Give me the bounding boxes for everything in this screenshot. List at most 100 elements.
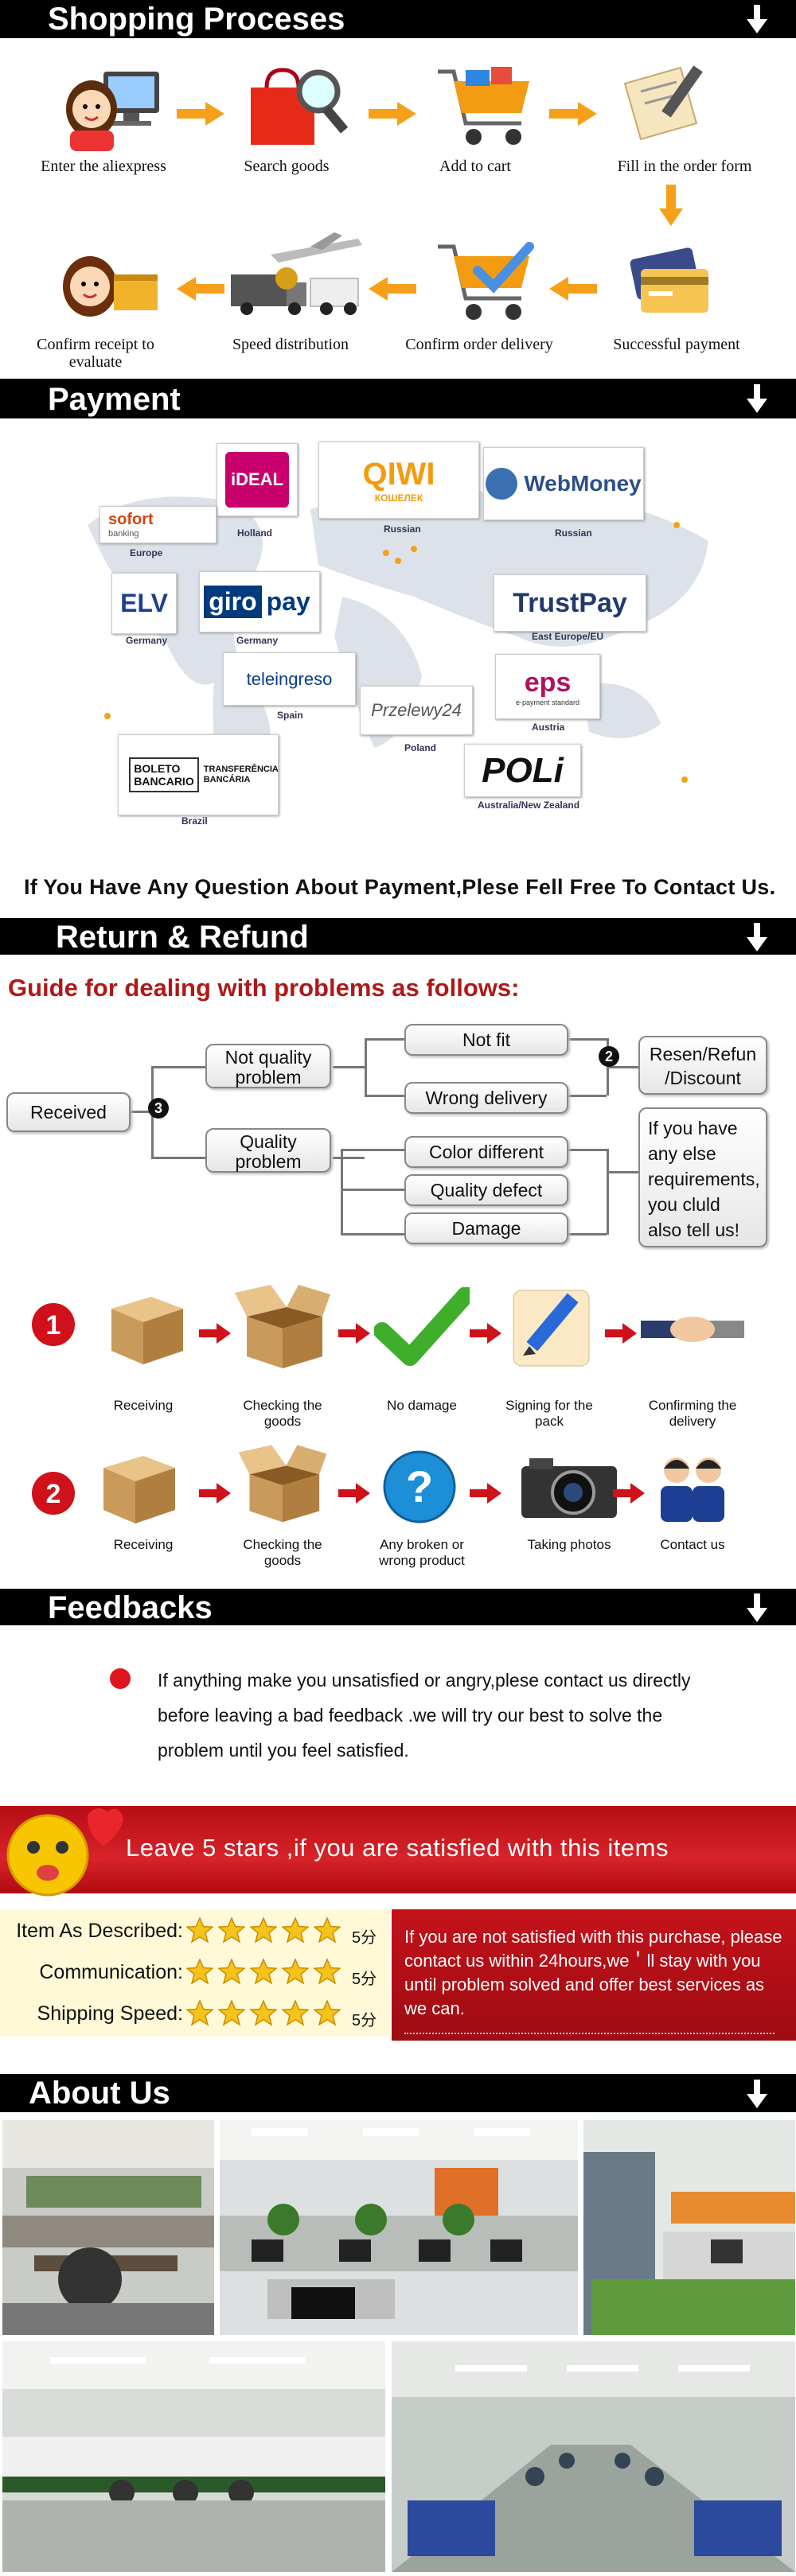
notice-panel bbox=[392, 1909, 796, 2041]
boleto-logo: BOLETO BANCARIO TRANSFERÊNCIA BANCÁRIA bbox=[118, 734, 279, 815]
step-label: Successful payment bbox=[613, 336, 740, 353]
country-label: Germany bbox=[236, 635, 279, 646]
box-icon bbox=[111, 1297, 183, 1364]
star-icon bbox=[218, 1916, 245, 1944]
ideal-logo: iDEAL bbox=[217, 443, 298, 516]
transferencia-text: TRANSFERÊNCIA BANCÁRIA bbox=[203, 765, 279, 784]
credit-card-payment-icon bbox=[630, 247, 708, 313]
flow-step-label: Checking the goods bbox=[243, 1398, 322, 1429]
elv-text: ELV bbox=[120, 589, 168, 617]
step-one-badge: 1 bbox=[32, 1303, 75, 1346]
section-title: Feedbacks bbox=[48, 1590, 213, 1625]
star-icon bbox=[282, 1958, 309, 1985]
arrow-right-icon bbox=[199, 1323, 231, 1344]
country-label: Australia/New Zealand bbox=[478, 800, 580, 811]
country-label: Europe bbox=[130, 547, 163, 558]
qiwi-logo: QIWI КОШЕЛЕК bbox=[318, 442, 479, 519]
step-label: Confirm receipt to evaluate bbox=[37, 336, 154, 371]
country-label: Austria bbox=[532, 722, 565, 733]
country-label: Spain bbox=[277, 710, 303, 721]
step-label: Fill in the order form bbox=[617, 158, 752, 175]
eps-logo: eps e-payment standard bbox=[495, 654, 600, 719]
notice-text: If you are not satisfied with this purch… bbox=[404, 1927, 782, 2018]
arrow-right-icon bbox=[470, 1483, 501, 1504]
rating-score: 5分 bbox=[352, 2012, 377, 2029]
star-icon bbox=[250, 1916, 277, 1944]
giropay-text-b: pay bbox=[266, 587, 310, 616]
arrow-down-icon bbox=[747, 1593, 767, 1622]
payment-contact-note: If You Have Any Question About Payment,P… bbox=[24, 875, 776, 899]
poli-logo: POLi bbox=[464, 744, 581, 797]
camera-icon bbox=[521, 1458, 617, 1518]
webmoney-logo: WebMoney bbox=[483, 447, 644, 520]
step-label: Add to cart bbox=[439, 158, 511, 175]
section-header-feedbacks: Feedbacks bbox=[0, 1589, 796, 1625]
arrow-right-icon bbox=[369, 102, 416, 126]
arrow-down-icon bbox=[747, 5, 767, 33]
arrow-right-icon bbox=[613, 1483, 645, 1504]
giropay-logo: giro pay bbox=[199, 571, 320, 632]
step-number-badge: 2 bbox=[599, 1046, 619, 1067]
trustpay-text: TrustPay bbox=[513, 587, 627, 618]
refund-guide-title: Guide for dealing with problems as follo… bbox=[8, 974, 520, 1002]
section-header-about: About Us bbox=[0, 2074, 796, 2112]
qiwi-text: QIWI bbox=[362, 457, 435, 492]
box-icon bbox=[103, 1456, 175, 1523]
feedback-text: If anything make you unsatisfied or angr… bbox=[158, 1670, 691, 1761]
rating-label: Communication: bbox=[39, 1961, 183, 1983]
shopping-bag-search-icon bbox=[251, 68, 349, 145]
resend-refund-box: Resen/Refun /Discount bbox=[638, 1036, 767, 1095]
not-fit-box: Not fit bbox=[404, 1024, 568, 1056]
flow-step-label: Receiving bbox=[113, 1537, 174, 1552]
rating-row: Item As Described: 5分 bbox=[0, 1913, 390, 1955]
factory-photo bbox=[392, 2341, 795, 2572]
not-quality-box: Not quality problem bbox=[205, 1044, 331, 1088]
star-icon bbox=[218, 1999, 245, 2026]
user-computer-icon bbox=[66, 72, 159, 151]
open-box-icon bbox=[238, 1445, 327, 1523]
star-rating bbox=[186, 1958, 345, 1989]
user-package-icon bbox=[63, 256, 158, 317]
przelewy24-text: Przelewy24 bbox=[371, 700, 462, 720]
step-one-number: 1 bbox=[46, 1310, 61, 1341]
ideal-text: iDEAL bbox=[225, 452, 289, 508]
arrow-left-icon bbox=[369, 277, 416, 301]
contact-person-icon bbox=[661, 1457, 724, 1522]
checkmark-icon bbox=[374, 1287, 470, 1366]
step-label: Enter the aliexpress bbox=[41, 158, 166, 175]
qiwi-subtext: КОШЕЛЕК bbox=[374, 492, 423, 504]
flow-step-label: No damage bbox=[387, 1398, 457, 1413]
section-title: Payment bbox=[48, 382, 181, 417]
star-icon bbox=[250, 1999, 277, 2026]
rating-row: Communication: 5分 bbox=[0, 1955, 390, 1996]
arrow-down-icon bbox=[747, 2080, 767, 2108]
section-title: Return & Refund bbox=[56, 920, 309, 955]
rating-score: 5分 bbox=[352, 1971, 377, 1988]
order-form-icon bbox=[623, 65, 703, 141]
section-header-payment: Payment bbox=[0, 379, 796, 418]
step-label: Confirm order delivery bbox=[405, 336, 553, 353]
question-mark-icon: ? bbox=[383, 1450, 456, 1523]
received-box: Received bbox=[6, 1092, 131, 1132]
red-bullet-icon bbox=[110, 1668, 131, 1689]
shopping-cart-icon bbox=[438, 67, 529, 145]
flow-step-label: Checking the goods bbox=[243, 1537, 322, 1568]
rating-label: Item As Described: bbox=[16, 1920, 183, 1942]
rating-score: 5分 bbox=[352, 1929, 377, 1947]
section-title: Shopping Proceses bbox=[48, 2, 345, 37]
giropay-text-a: giro bbox=[204, 586, 262, 618]
quality-defect-box: Quality defect bbox=[404, 1174, 568, 1206]
arrow-down-icon bbox=[659, 185, 683, 226]
lab-photo bbox=[583, 2120, 795, 2335]
flow-step-label: Taking photos bbox=[527, 1537, 611, 1552]
boleto-text-b: BANCARIO bbox=[134, 775, 194, 788]
sofort-text: sofort bbox=[108, 511, 154, 528]
star-icon bbox=[218, 1958, 245, 1985]
eps-text: eps bbox=[524, 667, 572, 698]
flow-step-label: Receiving bbox=[113, 1398, 174, 1413]
country-label: Germany bbox=[126, 635, 168, 646]
rating-row: Shipping Speed: 5分 bbox=[0, 1996, 390, 2037]
step-two-number: 2 bbox=[46, 1479, 61, 1509]
smiley-heart-icon bbox=[6, 1808, 123, 1897]
arrow-down-icon bbox=[747, 923, 767, 951]
